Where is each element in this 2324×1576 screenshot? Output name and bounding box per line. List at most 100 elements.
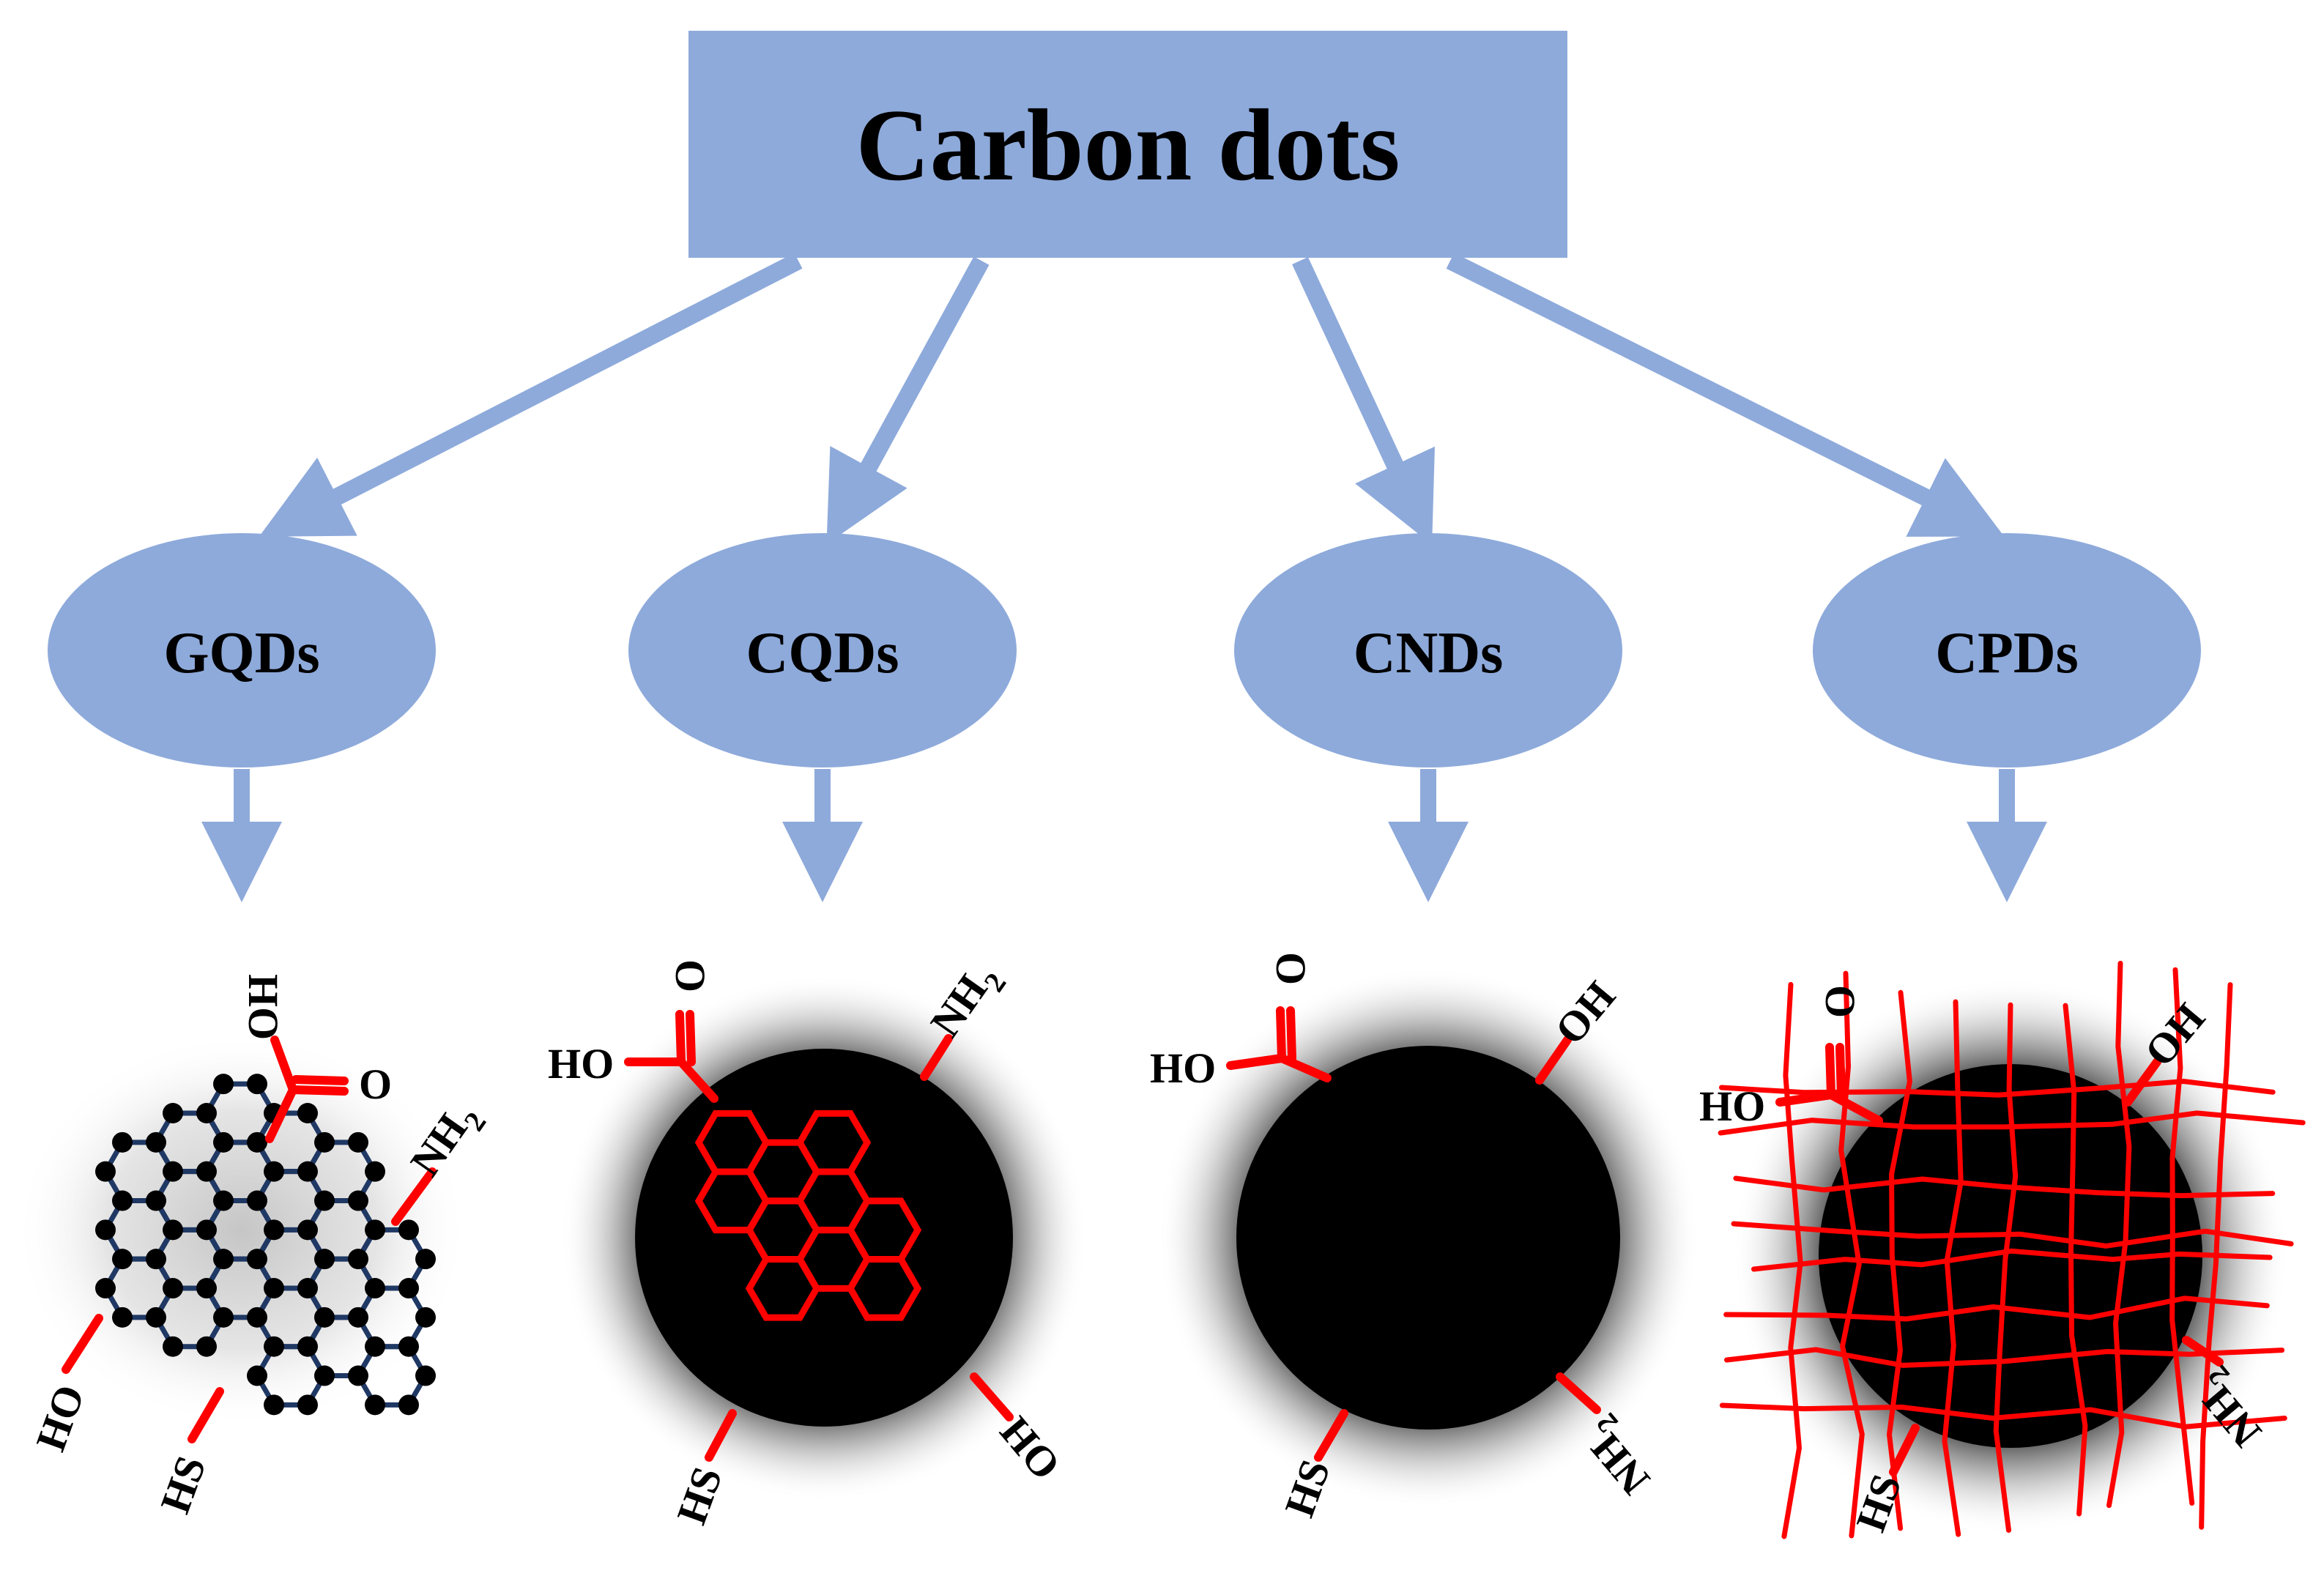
branch-arrows <box>259 253 2005 545</box>
down-arrows <box>201 769 2047 902</box>
carbon-atom <box>196 1161 217 1182</box>
cqds-hs-bond <box>705 1409 737 1462</box>
cpds-structure: HO O OH NH 2 HS <box>1699 960 2306 1539</box>
carbon-atom <box>348 1190 368 1211</box>
cqds-node <box>628 533 1017 767</box>
carbon-atom <box>348 1249 368 1270</box>
gqds-ho-label: HO <box>26 1378 94 1457</box>
cqds-nh2-bond <box>920 1034 953 1081</box>
gqds-acid-ho-label: HO <box>240 974 287 1040</box>
gqds-node <box>48 533 436 767</box>
cnds-oh-bond <box>1535 1036 1572 1085</box>
gqds-carbonyl-bond-a <box>289 1085 349 1096</box>
carbon-atom <box>146 1131 166 1153</box>
carbon-atom <box>196 1219 217 1241</box>
carbon-atom <box>264 1219 284 1241</box>
carbon-atom <box>146 1249 166 1270</box>
polymer-chain <box>1723 1296 2270 1322</box>
carbon-atom <box>314 1249 335 1270</box>
carbon-atom <box>297 1219 318 1241</box>
carbon-atom <box>163 1103 183 1123</box>
carbon-atom <box>247 1074 267 1095</box>
gqds-carbonyl-bond-b <box>292 1075 349 1085</box>
carbon-atom <box>95 1161 116 1182</box>
cpds-carbonyl-o-label: O <box>1816 985 1864 1018</box>
carbon-atom <box>247 1190 267 1211</box>
cpds-oh-bond <box>2123 1058 2161 1107</box>
cpds-label: CPDs <box>1935 621 2079 685</box>
cqds-acid-ho-label: HO <box>548 1040 614 1088</box>
carbon-atom <box>247 1306 267 1328</box>
carbon-atom <box>365 1278 385 1299</box>
carbon-atom <box>213 1131 234 1153</box>
carbon-atom <box>415 1365 436 1386</box>
cqds-graphitic-hexagons <box>694 1109 922 1321</box>
carbon-atom <box>196 1103 217 1123</box>
carbon-atom <box>314 1365 335 1386</box>
cnds-carbonyl-bond-b <box>1286 1006 1296 1063</box>
cpds-cooh-bond <box>1827 1090 1883 1125</box>
arrow-to-gqds <box>259 253 803 537</box>
carbon-atom <box>314 1306 335 1328</box>
cnds-core <box>1236 1046 1620 1430</box>
carbon-atom <box>213 1074 234 1095</box>
polymer-chain <box>1719 1402 2287 1430</box>
carbon-atom <box>297 1336 318 1357</box>
cpds-node <box>1813 533 2201 767</box>
gqds-carbonyl-o-label: O <box>359 1060 392 1108</box>
cnds-acid-ho-label: HO <box>1150 1044 1216 1092</box>
carbon-atom <box>365 1161 385 1182</box>
graphitic-ring <box>846 1256 922 1321</box>
cqds-carbonyl-bond-a <box>675 1010 686 1066</box>
carbon-atom <box>398 1394 419 1416</box>
carbon-atom <box>146 1190 166 1211</box>
gqds-halo <box>15 1033 469 1428</box>
carbon-atom <box>112 1306 133 1328</box>
gqds-label: GQDs <box>163 621 319 685</box>
cqds-label: CQDs <box>746 621 899 685</box>
category-nodes: GQDs CQDs CNDs CPDs <box>48 533 2201 767</box>
carbon-atom <box>365 1336 385 1357</box>
cqds-carbonyl-bond-b <box>686 1010 696 1066</box>
title-box <box>688 31 1567 258</box>
carbon-atom <box>314 1190 335 1211</box>
carbon-atom <box>297 1103 318 1123</box>
carbon-atom <box>314 1131 335 1153</box>
gqds-structure: HO O NH 2 HO HS <box>15 974 492 1519</box>
carbon-atom <box>365 1219 385 1241</box>
cnds-nh2-bond <box>1556 1372 1601 1414</box>
cqds-cooh-bond <box>677 1058 719 1103</box>
cpds-carbonyl-bond-a <box>1825 1043 1835 1099</box>
cpds-carbonyl-bond-b <box>1835 1043 1846 1099</box>
polymer-chain <box>1718 1078 2276 1098</box>
carbon-atom <box>415 1306 436 1328</box>
carbon-atom <box>213 1249 234 1270</box>
carbon-atom <box>348 1306 368 1328</box>
carbon-atom <box>348 1131 368 1153</box>
polymer-chain <box>1733 1175 2276 1199</box>
gqds-nh2-bond <box>391 1167 437 1226</box>
carbon-atom <box>297 1394 318 1416</box>
gqds-hs-label: HS <box>151 1450 215 1520</box>
cpds-oh-acid-bond <box>1775 1090 1835 1107</box>
cqds-core <box>635 1049 1013 1427</box>
carbon-atom <box>213 1306 234 1328</box>
gqds-functional-groups <box>62 1036 437 1443</box>
carbon-atom <box>163 1219 183 1241</box>
gqds-oh-acid-bond <box>270 1036 297 1094</box>
polymer-chain <box>1751 1248 2273 1272</box>
carbon-atom <box>112 1249 133 1270</box>
cnds-hs-bond <box>1314 1409 1348 1462</box>
carbon-atom <box>95 1278 116 1299</box>
carbon-atom <box>365 1394 385 1416</box>
carbon-atom <box>213 1190 234 1211</box>
carbon-atom <box>415 1249 436 1270</box>
carbon-atom <box>247 1131 267 1153</box>
carbon-atom <box>163 1161 183 1182</box>
cqds-structure: HO O NH 2 OH HS <box>548 959 1088 1530</box>
gqds-hs-bond <box>188 1387 224 1443</box>
carbon-atom <box>112 1131 133 1153</box>
carbon-atom <box>163 1278 183 1299</box>
carbon-atom <box>196 1336 217 1357</box>
